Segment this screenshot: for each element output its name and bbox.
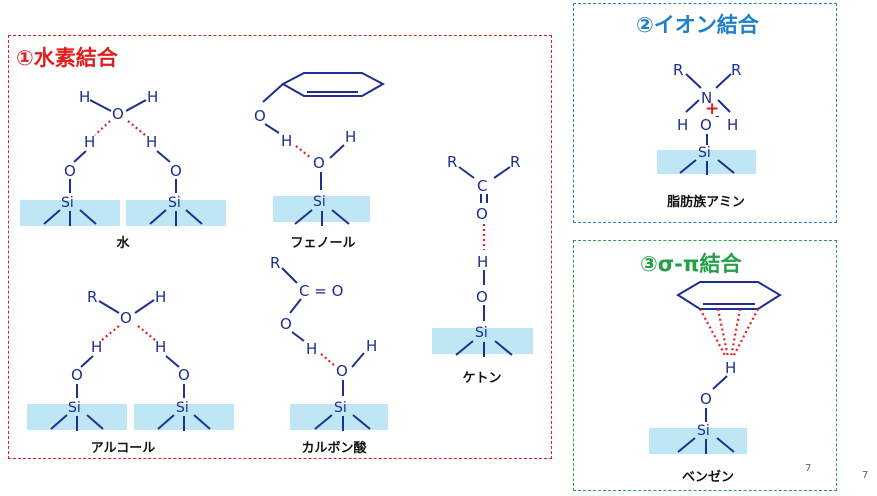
page-number-inner: 7 (805, 463, 812, 474)
atom-si: Si (313, 194, 326, 210)
atom-r: R (673, 61, 683, 79)
atom-h: H (146, 133, 157, 151)
atom-si: Si (68, 400, 81, 416)
atom-si: Si (334, 400, 347, 416)
atom-o: O (71, 366, 83, 384)
ionic-bond-panel (573, 3, 837, 223)
atom-si: Si (168, 195, 181, 211)
caption-benzene: ベンゼン (681, 470, 735, 485)
phenol-structure: O H O H Si (254, 72, 386, 226)
atom-o: O (313, 154, 325, 172)
atom-h: H (79, 88, 90, 106)
atom-h: H (725, 359, 736, 377)
atom-si: Si (475, 325, 488, 341)
silica-surface (432, 328, 533, 354)
water-structure: H H O H H O O Si Si (20, 88, 226, 226)
atom-carbonyl: C = O (299, 282, 343, 300)
atom-o: O (112, 105, 124, 123)
page-number-outer: 7 (862, 470, 869, 481)
atom-n: N (701, 89, 712, 107)
atom-r: R (270, 254, 280, 272)
caption-carboxylic-acid: カルボン酸 (301, 441, 367, 456)
atom-o: O (700, 116, 712, 134)
sigma-pi-bond-panel (573, 240, 837, 491)
atom-r: R (731, 61, 741, 79)
atom-o: O (120, 309, 132, 327)
atom-h: H (306, 340, 317, 358)
atom-c: C (477, 177, 487, 195)
atom-h: H (155, 288, 166, 306)
atom-h: H (147, 88, 158, 106)
caption-phenol: フェノール (290, 236, 356, 251)
atom-h: H (281, 132, 292, 150)
atom-h: H (84, 133, 95, 151)
atom-o: O (476, 288, 488, 306)
atom-o: O (254, 107, 266, 125)
atom-r: R (87, 288, 97, 306)
hydrogen-bond-title: ①水素結合 (16, 46, 118, 70)
atom-si: Si (61, 195, 74, 211)
carboxylic-acid-structure: R C = O O H O H Si (270, 254, 388, 431)
benzene-structure: H O Si (649, 281, 782, 454)
atom-o: O (336, 362, 348, 380)
atom-h: H (91, 338, 102, 356)
atom-o: O (280, 315, 292, 333)
atom-si: Si (176, 400, 189, 416)
atom-o: O (476, 205, 488, 223)
caption-water: 水 (116, 236, 130, 251)
atom-h: H (727, 116, 738, 134)
negative-charge: - (715, 109, 720, 124)
sigma-pi-bond-title: ③σ-π結合 (640, 252, 742, 276)
atom-h: H (155, 338, 166, 356)
atom-h: H (477, 253, 488, 271)
silica-surface (290, 404, 388, 430)
atom-o: O (64, 162, 76, 180)
benzene-ring (280, 72, 386, 97)
atom-o: O (170, 162, 182, 180)
atom-si: Si (698, 145, 711, 161)
ionic-bond-title: ②イオン結合 (636, 13, 759, 37)
positive-charge: + (705, 99, 719, 119)
caption-ketone: ケトン (462, 371, 502, 386)
atom-h: H (345, 128, 356, 146)
amine-structure: R R N + H O - H Si (657, 61, 756, 175)
caption-alcohol: アルコール (90, 441, 156, 456)
atom-si: Si (697, 423, 710, 439)
hydrogen-bond-panel (8, 35, 552, 459)
atom-r: R (447, 153, 457, 171)
atom-o: O (700, 390, 712, 408)
atom-h: H (366, 337, 377, 355)
alcohol-structure: R H O H H O O Si Si (27, 288, 234, 431)
atom-o: O (178, 366, 190, 384)
atom-r: R (510, 153, 520, 171)
atom-h: H (677, 116, 688, 134)
caption-aliphatic-amine: 脂肪族アミン (667, 195, 745, 210)
ketone-structure: R R C O H O Si (432, 153, 533, 357)
